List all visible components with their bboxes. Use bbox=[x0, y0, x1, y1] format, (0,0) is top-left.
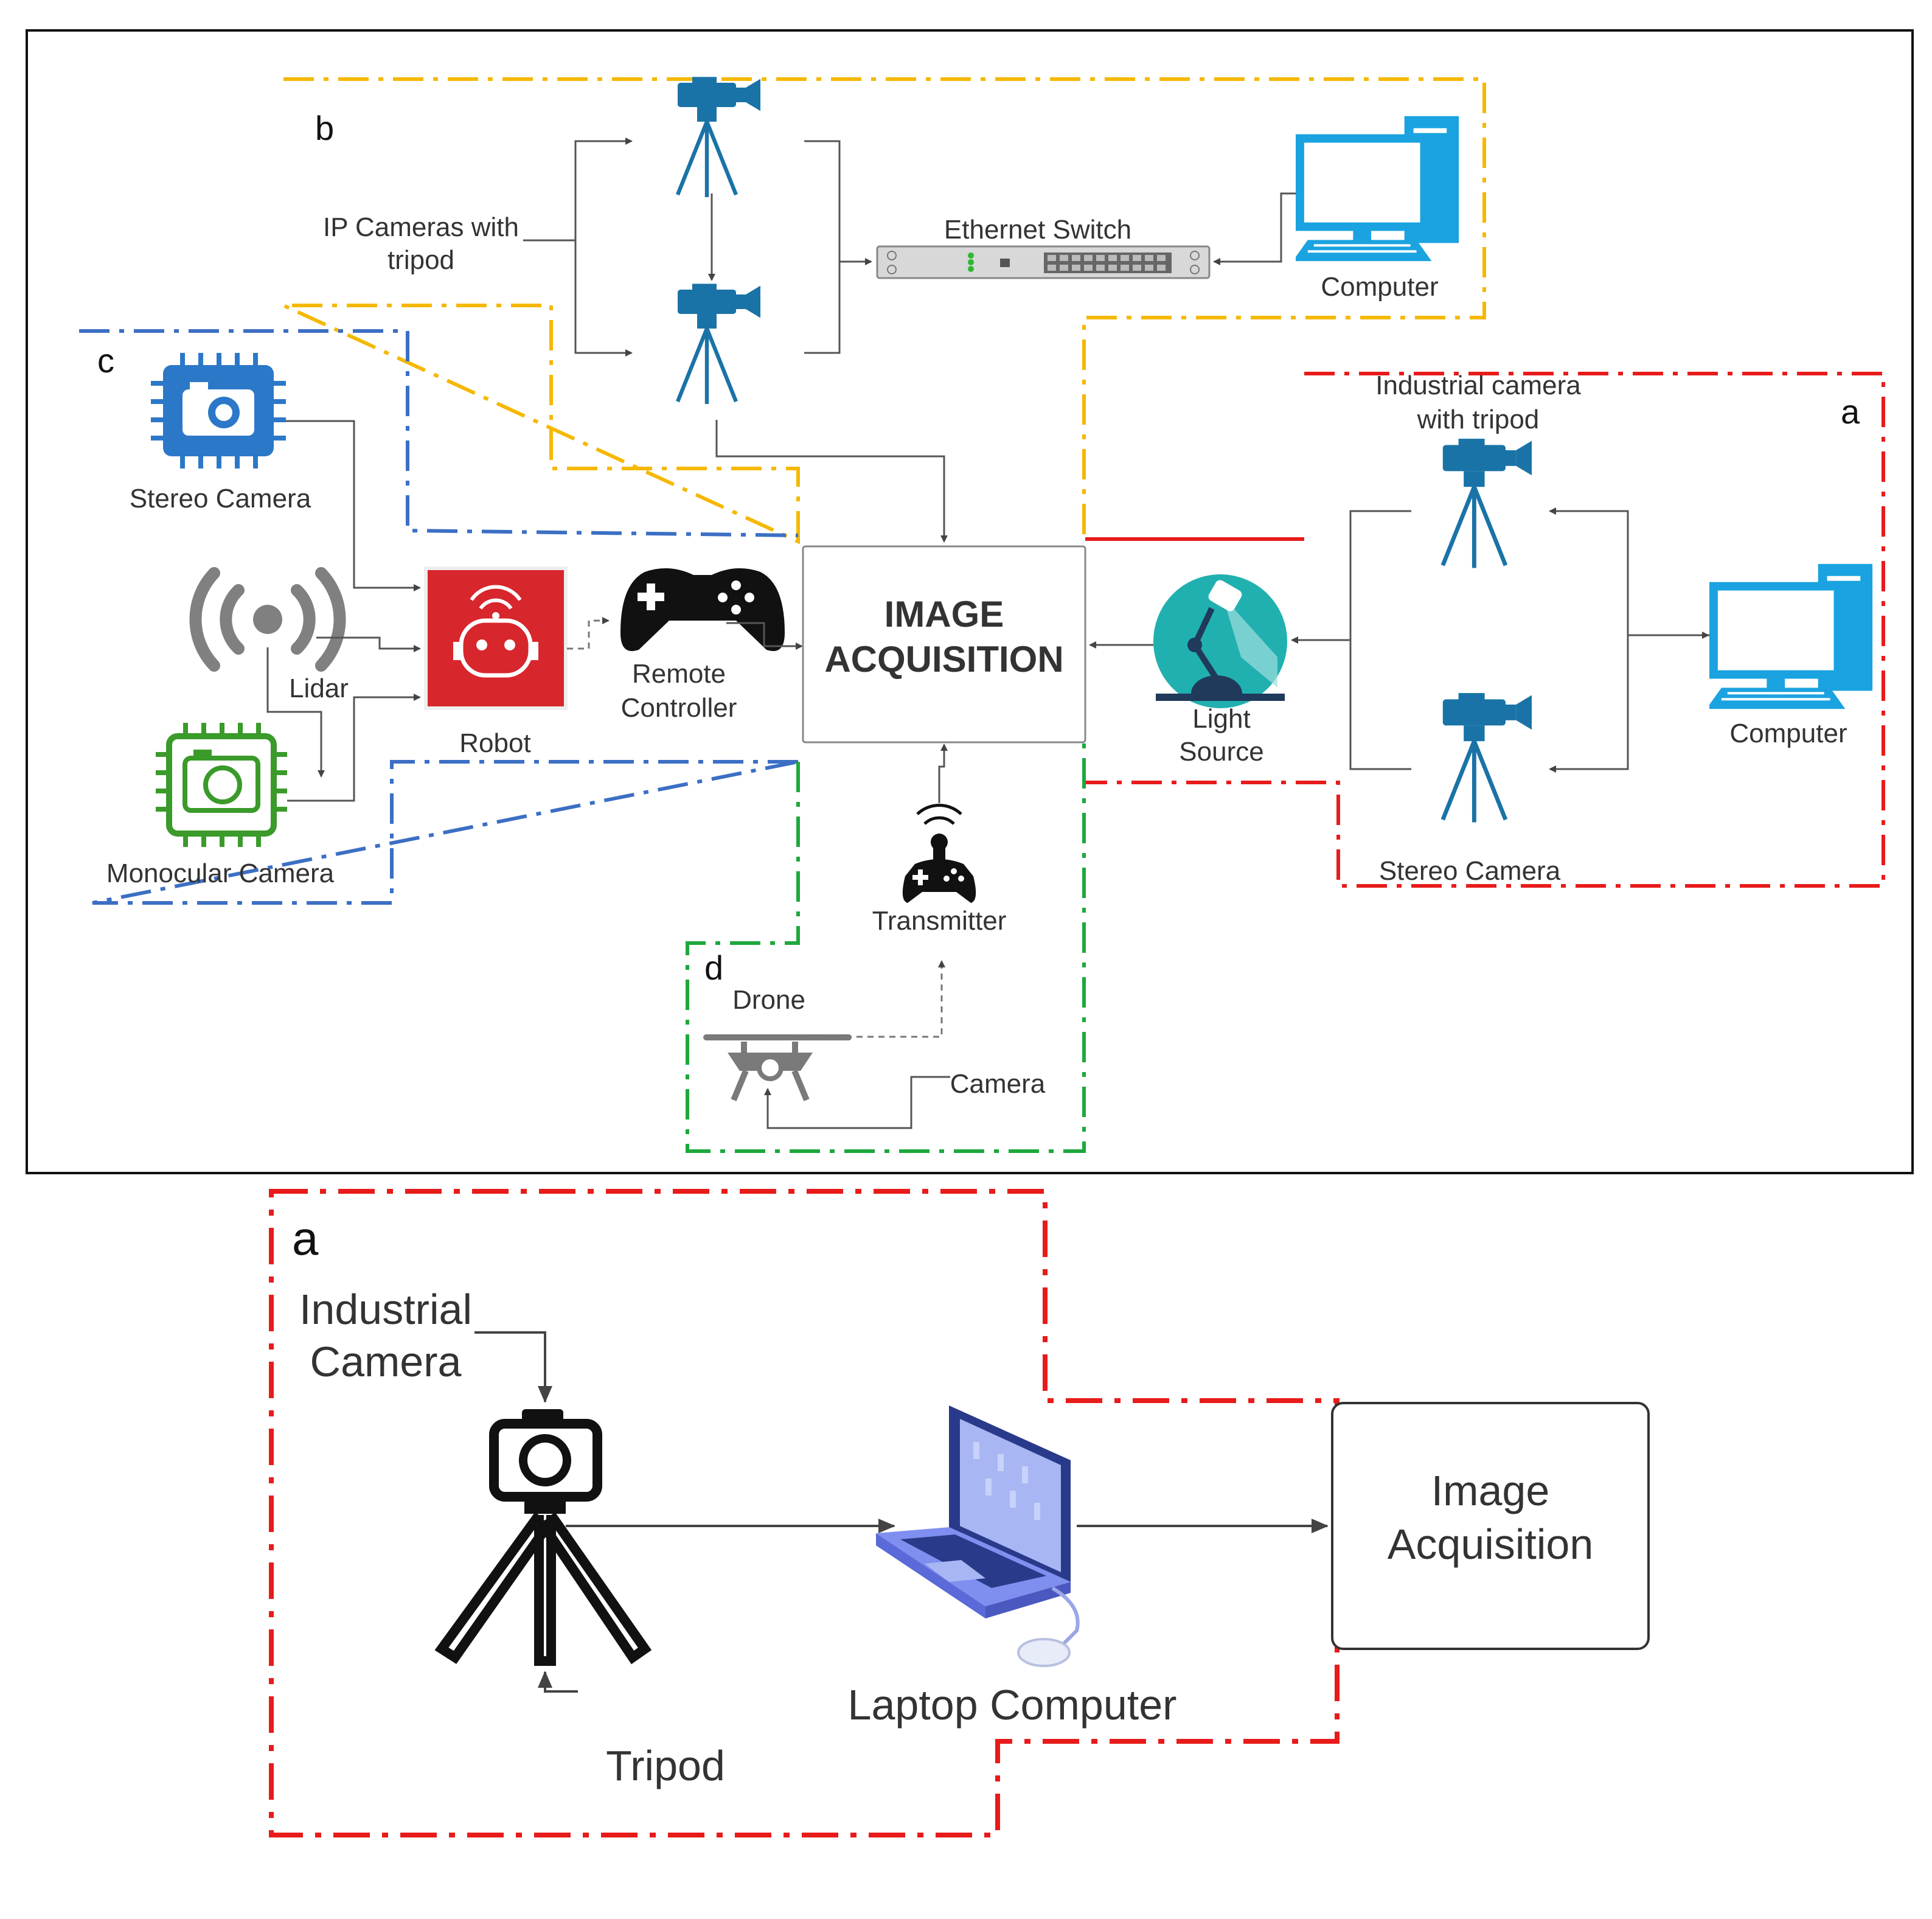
ip-camera-top-icon bbox=[678, 77, 760, 197]
laptop-icon bbox=[876, 1405, 1080, 1667]
group-b-computer-icon bbox=[1296, 116, 1459, 262]
group-a-stereo-camera-label: Stereo Camera bbox=[1379, 856, 1561, 886]
group-a-tag: a bbox=[1841, 392, 1860, 431]
group-a-computer-icon bbox=[1709, 563, 1873, 709]
group-d-boundary bbox=[686, 742, 1086, 1153]
group-b-computer-label: Computer bbox=[1321, 272, 1438, 302]
lidar-icon bbox=[189, 567, 346, 672]
image-acquisition-title-2: ACQUISITION bbox=[824, 639, 1063, 680]
drone-camera-label: Camera bbox=[950, 1069, 1046, 1099]
bottom-industrial-camera-icon bbox=[489, 1409, 602, 1514]
group-d-tag: d bbox=[704, 949, 723, 987]
bottom-group-a-tag: a bbox=[292, 1211, 319, 1265]
transmitter-icon bbox=[902, 804, 976, 903]
bottom-tripod-icon bbox=[434, 1512, 652, 1666]
drone-icon bbox=[703, 1034, 852, 1101]
robot-label: Robot bbox=[459, 728, 530, 758]
stereo-camera-chip-icon bbox=[151, 353, 286, 468]
light-source-label-2: Source bbox=[1179, 737, 1263, 767]
group-b-tag: b bbox=[315, 109, 334, 147]
group-c-stereo-camera-label: Stereo Camera bbox=[130, 484, 311, 514]
group-a-boundary bbox=[1085, 372, 1885, 888]
industrial-camera-label-2: with tripod bbox=[1417, 405, 1540, 434]
group-a-stereo-camera-icon bbox=[1443, 693, 1532, 822]
robot-icon bbox=[424, 566, 568, 710]
group-b-boundary bbox=[282, 77, 1486, 545]
transmitter-label: Transmitter bbox=[872, 906, 1007, 936]
industrial-camera-icon bbox=[1443, 439, 1532, 568]
bottom-industrial-camera-label: Industrial bbox=[299, 1286, 472, 1333]
light-source-icon bbox=[1153, 574, 1287, 708]
bottom-group-a-boundary bbox=[269, 1189, 1340, 1837]
industrial-camera-label: Industrial camera bbox=[1375, 371, 1581, 400]
bottom-image-acquisition-label-2: Acquisition bbox=[1388, 1520, 1594, 1568]
remote-controller-label-2: Controller bbox=[621, 693, 737, 723]
monocular-camera-chip-icon bbox=[156, 723, 287, 847]
bottom-tripod-label: Tripod bbox=[606, 1742, 725, 1789]
light-source-label: Light bbox=[1192, 704, 1250, 734]
ip-camera-bottom-icon bbox=[678, 284, 760, 404]
bottom-industrial-camera-label-2: Camera bbox=[310, 1338, 462, 1385]
remote-controller-icon bbox=[620, 568, 785, 652]
monocular-camera-label: Monocular Camera bbox=[106, 858, 335, 888]
group-c-tag: c bbox=[97, 341, 114, 380]
ip-cameras-label-2: tripod bbox=[387, 245, 454, 275]
laptop-computer-label: Laptop Computer bbox=[848, 1681, 1177, 1729]
group-c-boundary bbox=[79, 329, 799, 905]
lidar-label: Lidar bbox=[289, 674, 349, 703]
remote-controller-label: Remote bbox=[632, 659, 726, 689]
ethernet-switch-icon bbox=[876, 245, 1211, 279]
top-panel-frame bbox=[26, 29, 1914, 1174]
image-acquisition-box bbox=[802, 545, 1086, 744]
ip-cameras-label: IP Cameras with bbox=[323, 212, 519, 242]
group-a-computer-label: Computer bbox=[1729, 719, 1847, 748]
drone-label: Drone bbox=[732, 985, 805, 1015]
bottom-image-acquisition-box bbox=[1331, 1402, 1650, 1650]
image-acquisition-title-1: IMAGE bbox=[884, 594, 1004, 635]
bottom-image-acquisition-label: Image bbox=[1431, 1467, 1550, 1514]
ethernet-switch-label: Ethernet Switch bbox=[944, 215, 1131, 245]
